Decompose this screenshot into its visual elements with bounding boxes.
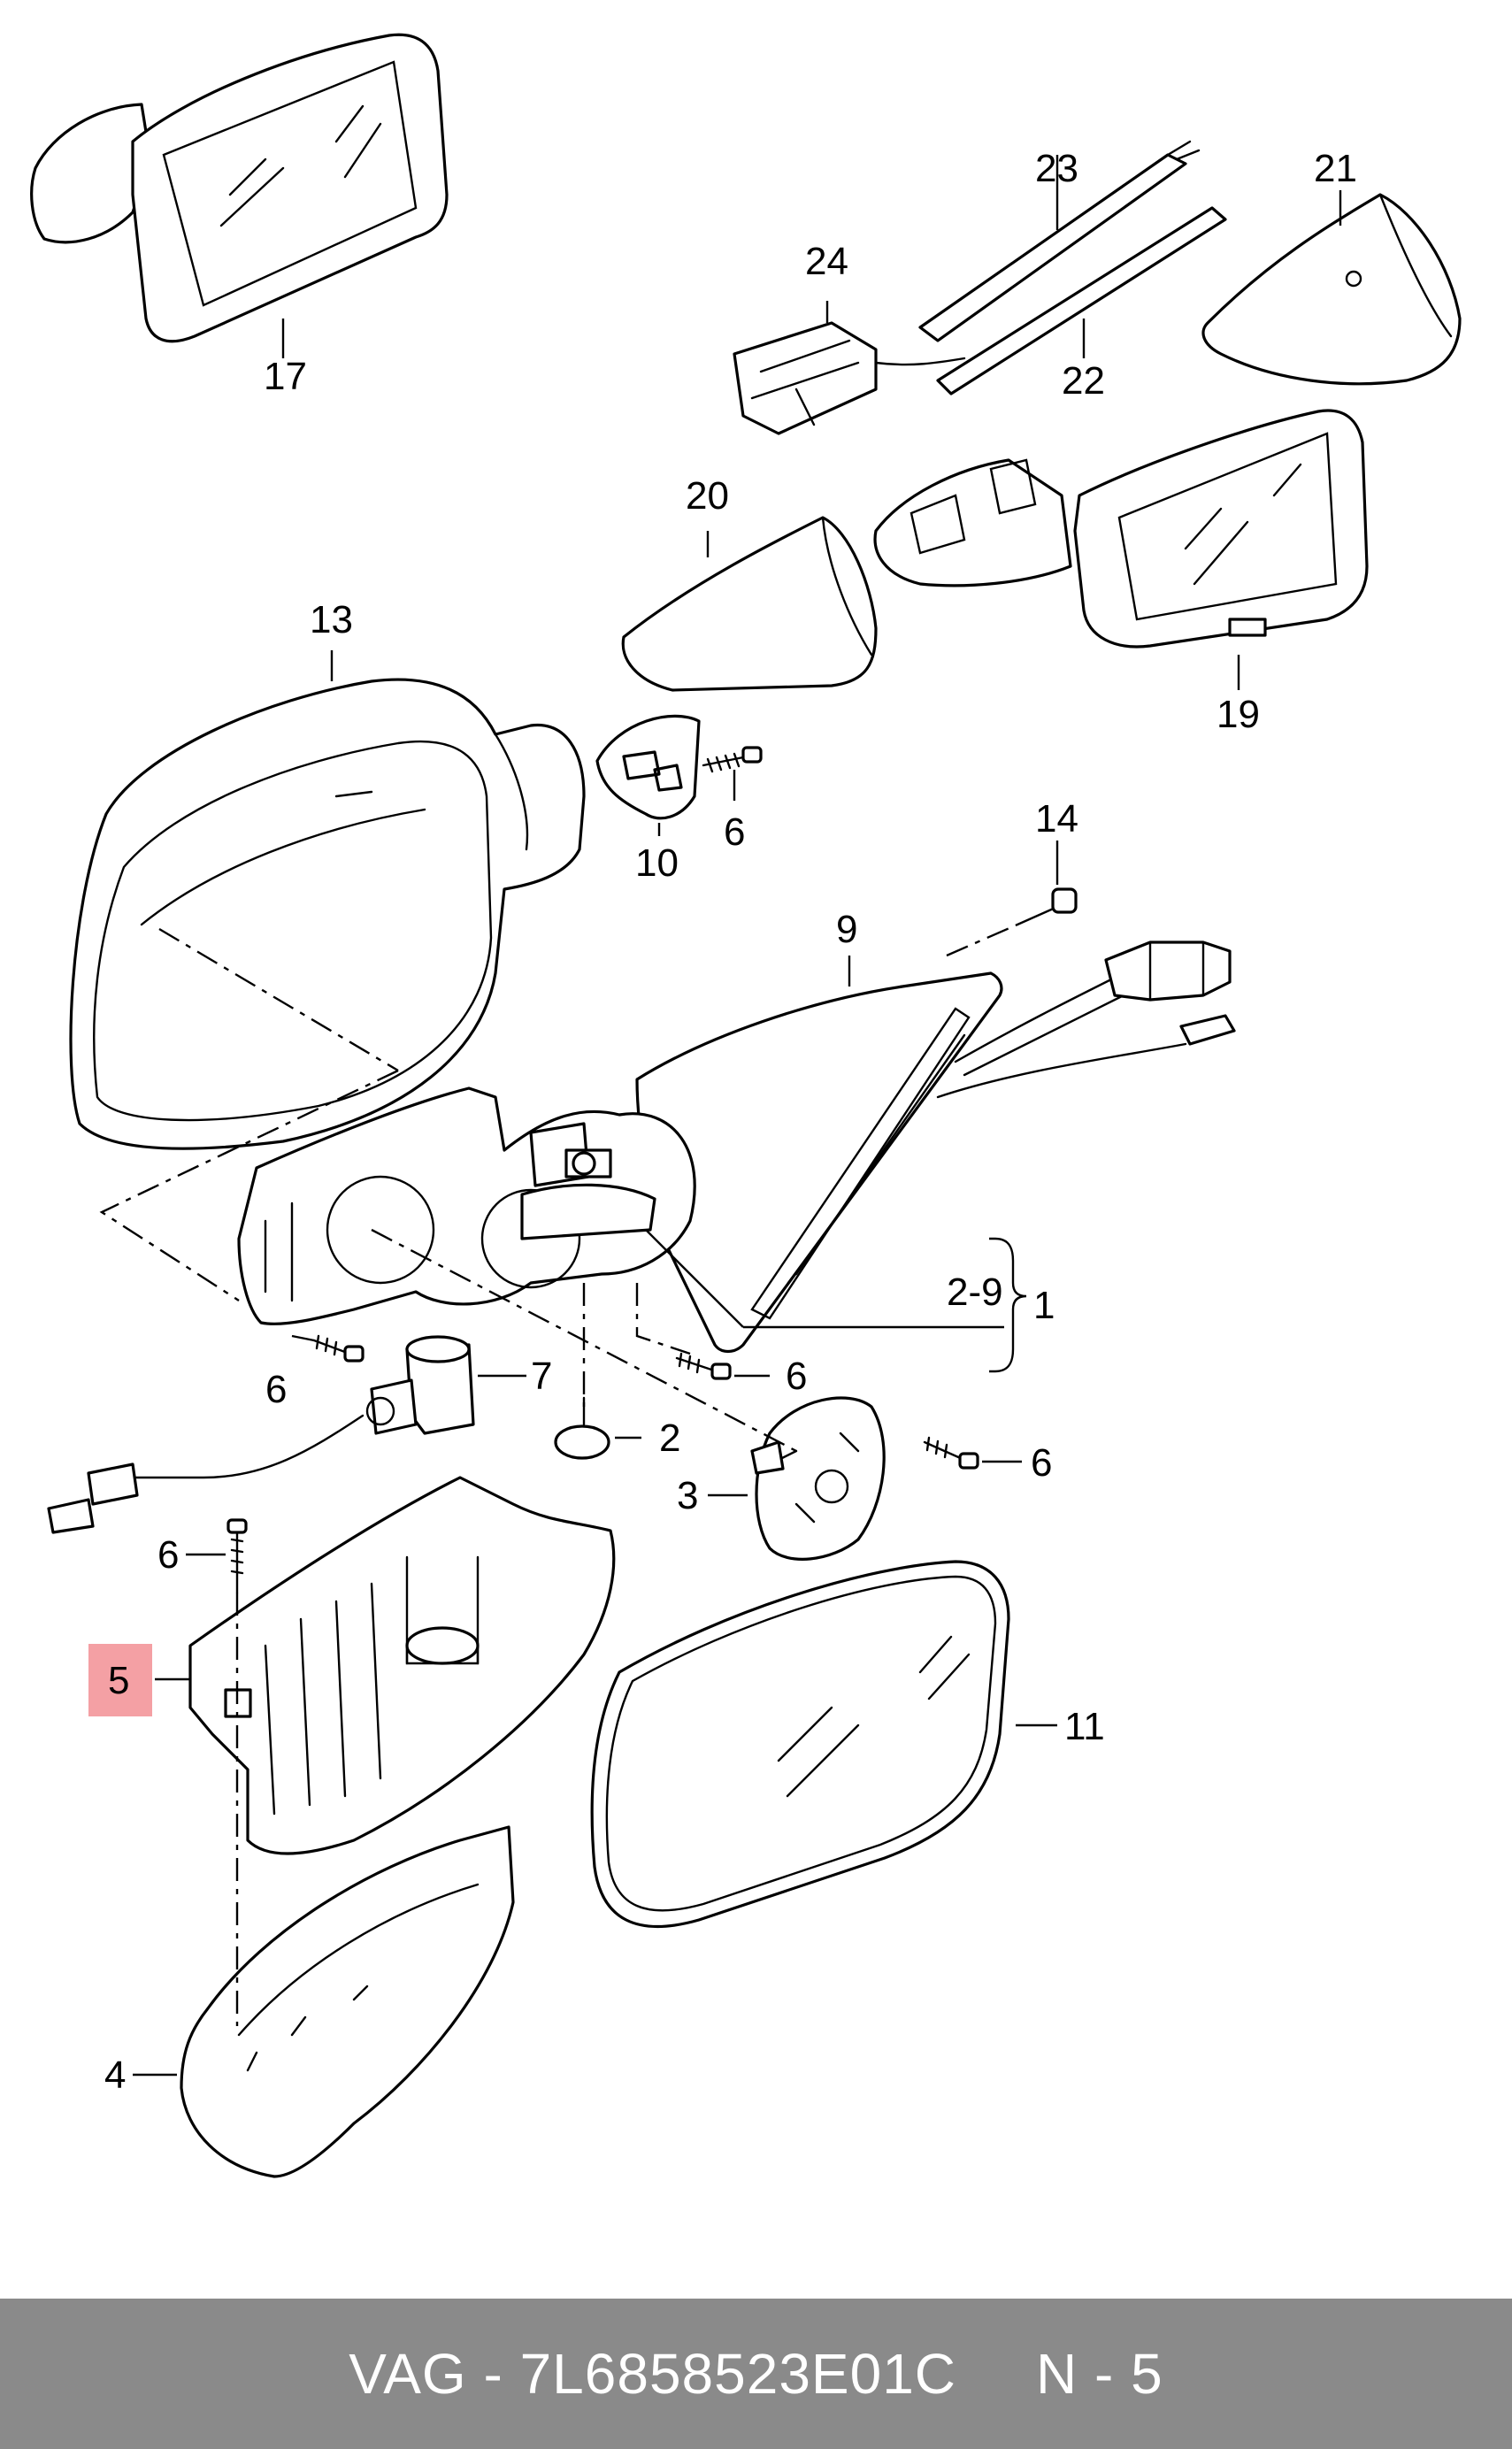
part-6-screw-e[interactable] [226, 1518, 248, 1594]
callout-3[interactable]: 3 [677, 1474, 698, 1517]
callout-2[interactable]: 2 [659, 1416, 680, 1460]
part-11-mirror-glass[interactable] [590, 1560, 1010, 1928]
callout-1[interactable]: 1 [1033, 1284, 1055, 1327]
callout-6d[interactable]: 6 [1031, 1441, 1052, 1485]
part-9-cable-connector[interactable] [936, 940, 1236, 1099]
callout-19[interactable]: 19 [1217, 693, 1260, 736]
part-5-base-plate[interactable] [188, 1476, 616, 1855]
part-6-screw-c[interactable] [675, 1352, 732, 1380]
callout-2-9[interactable]: 2-9 [947, 1271, 1003, 1314]
exploded-parts-diagram: 17 23 22 24 21 20 19 13 10 6 14 9 2-9 1 … [30, 33, 1462, 2178]
callout-11[interactable]: 11 [1064, 1705, 1105, 1748]
callout-20[interactable]: 20 [686, 474, 729, 518]
callout-6e[interactable]: 6 [157, 1533, 179, 1577]
part-24-motor-unit[interactable] [733, 321, 966, 435]
part-6-screw-d[interactable] [923, 1436, 979, 1470]
part-23-strip[interactable] [918, 140, 1201, 342]
callout-9[interactable]: 9 [836, 908, 857, 951]
callout-14[interactable]: 14 [1035, 797, 1078, 841]
part-13-housing[interactable] [69, 678, 586, 1150]
callout-6b[interactable]: 6 [265, 1368, 287, 1411]
callout-23[interactable]: 23 [1035, 147, 1078, 190]
callout-10[interactable]: 10 [635, 841, 679, 885]
highlight-box-5 [88, 1644, 152, 1716]
assembly-lines [99, 927, 1004, 2026]
callout-22[interactable]: 22 [1062, 359, 1105, 403]
part-22-strip[interactable] [936, 206, 1227, 395]
footer-bar: VAG - 7L6858523E01C N - 5 [0, 2299, 1512, 2449]
part-9-bracket[interactable] [635, 971, 1003, 1354]
callout-4[interactable]: 4 [104, 2054, 126, 2097]
part-2-cap[interactable] [554, 1396, 610, 1460]
callout-6c[interactable]: 6 [786, 1355, 807, 1398]
callout-5[interactable]: 5 [108, 1659, 129, 1702]
part-4-lower-cover[interactable] [180, 1825, 515, 2178]
part-7-motor[interactable] [47, 1335, 475, 1534]
callout-17[interactable]: 17 [264, 355, 307, 398]
part-19-mirror-assembly[interactable] [873, 409, 1369, 649]
callout-13[interactable]: 13 [310, 598, 353, 641]
callout-24[interactable]: 24 [805, 240, 848, 283]
part-14-screw[interactable] [946, 887, 1078, 957]
part-base-frame[interactable] [237, 1086, 696, 1325]
part-17-mirror-assembly[interactable] [30, 33, 449, 343]
part-10-clip[interactable] [595, 714, 701, 820]
callout-labels: 17 23 22 24 21 20 19 13 10 6 14 9 2-9 1 … [104, 147, 1357, 2097]
part-21-cover[interactable] [1201, 193, 1462, 386]
part-20-trim-cap[interactable] [621, 516, 878, 692]
part-6-screw-a[interactable] [702, 746, 763, 773]
part-3-adjuster[interactable] [750, 1396, 886, 1561]
callout-7[interactable]: 7 [531, 1355, 552, 1398]
callout-21[interactable]: 21 [1314, 147, 1357, 190]
part-6-screw-b[interactable] [312, 1334, 365, 1363]
footer-part-number: VAG - 7L6858523E01C [349, 2342, 957, 2406]
leader-lines [133, 155, 1342, 2077]
footer-reference: N - 5 [1036, 2342, 1163, 2406]
callout-6a[interactable]: 6 [724, 810, 745, 854]
